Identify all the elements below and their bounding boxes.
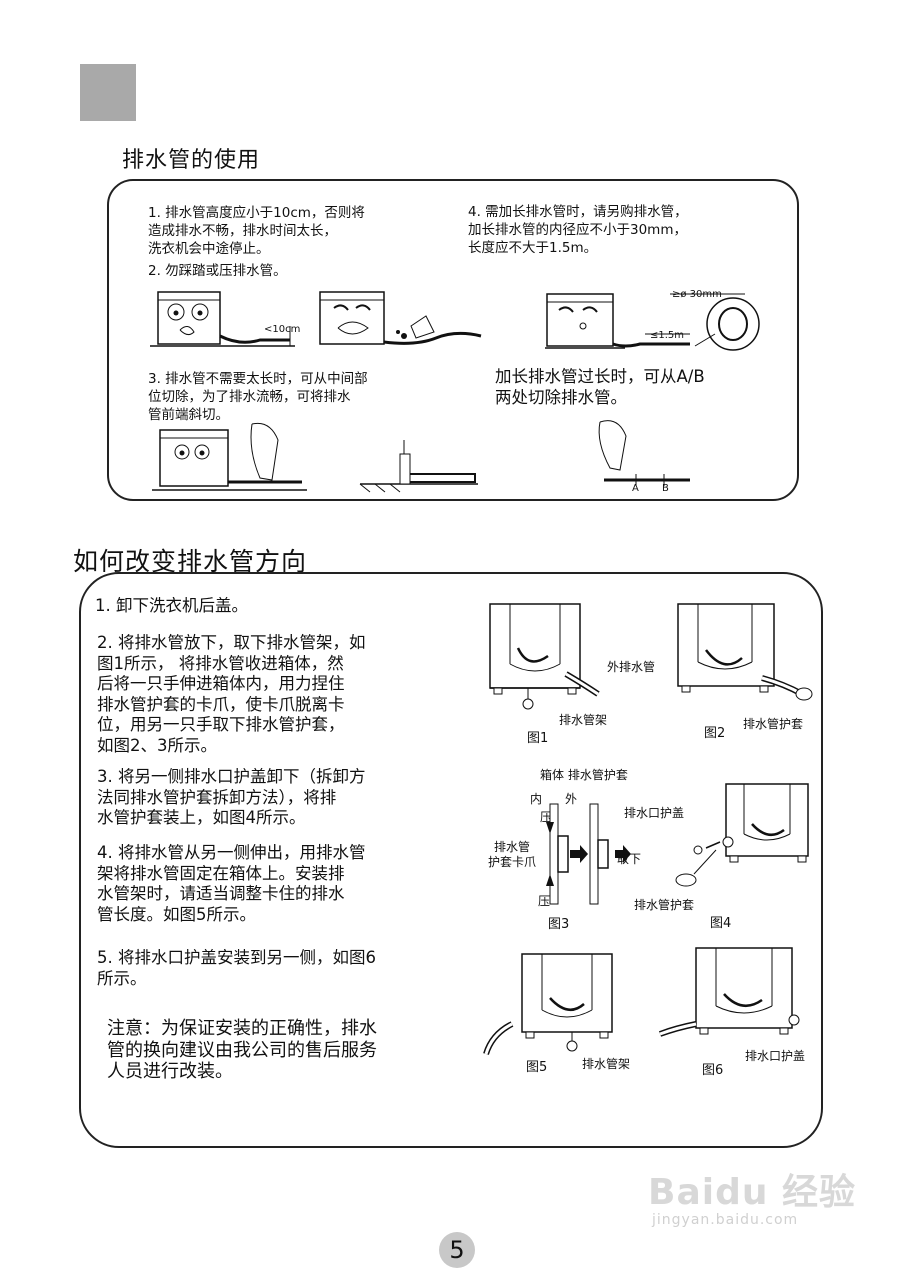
section1-item1: 1. 排水管高度应小于10cm，否则将 造成排水不畅，排水时间太长， 洗衣机会中… <box>148 205 365 257</box>
fig5-label-hose-bracket: 排水管架 <box>582 1057 631 1071</box>
section1-item2: 2. 勿踩踏或压排水管。 <box>148 263 287 279</box>
fig3-label-sleeve-claw-1: 排水管 <box>494 840 531 854</box>
label-length: ≤1.5m <box>650 330 685 341</box>
illustration-hose-height <box>150 286 300 354</box>
fig3-label-outside: 外 <box>565 792 578 806</box>
label-height: <10cm <box>264 324 301 335</box>
section2-step4: 4. 将排水管从另一侧伸出，用排水管 架将排水管固定在箱体上。安装排 水管架时，… <box>97 843 366 924</box>
illustration-cut-hose <box>152 420 312 495</box>
fig1-caption: 图1 <box>527 731 549 746</box>
section2-step5: 5. 将排水口护盖安装到另一侧，如图6 所示。 <box>97 948 376 988</box>
fig5-caption: 图5 <box>526 1060 548 1075</box>
section1-note-ab: 加长排水管过长时，可从A/B 两处切除排水管。 <box>495 367 705 407</box>
figure1-drawing <box>488 604 628 724</box>
fig6-caption: 图6 <box>702 1063 724 1078</box>
fig3-label-press-top: 压 <box>540 810 553 824</box>
figure4-drawing <box>676 784 816 894</box>
fig1-label-outer-hose: 外排水管 <box>607 660 656 674</box>
fig3-label-remove: 取下 <box>617 852 642 866</box>
watermark-url: jingyan.baidu.com <box>652 1212 799 1228</box>
label-diameter: ≥ø 30mm <box>672 289 722 300</box>
figure2-drawing <box>676 604 816 714</box>
section2-note: 注意：为保证安装的正确性，排水 管的换向建议由我公司的售后服务 人员进行改装。 <box>107 1018 377 1082</box>
fig3-label-press-bottom: 压 <box>538 894 551 908</box>
illustration-extended-hose <box>545 286 775 356</box>
fig3-label-sleeve-claw-2: 护套卡爪 <box>488 855 537 869</box>
fig3-label-inside: 内 <box>530 792 543 806</box>
illustration-diagonal-cut <box>360 440 480 492</box>
page-number: 5 <box>439 1232 475 1268</box>
section2-title: 如何改变排水管方向 <box>73 547 308 576</box>
fig1-label-hose-bracket: 排水管架 <box>559 713 608 727</box>
section2-step1: 1. 卸下洗衣机后盖。 <box>95 596 248 615</box>
fig3-caption: 图3 <box>548 917 570 932</box>
fig4-label-hose-sleeve: 排水管护套 <box>634 898 695 912</box>
section1-item3: 3. 排水管不需要太长时，可从中间部 位切除，为了排水流畅，可将排水 管前端斜切… <box>148 371 368 423</box>
illustration-stepping-hose <box>316 286 486 354</box>
header-gray-block <box>80 64 136 121</box>
illustration-cut-ab <box>590 418 700 488</box>
label-cut-b: B <box>662 483 669 494</box>
fig2-caption: 图2 <box>704 726 726 741</box>
fig3-label-cabinet-sleeve: 箱体 排水管护套 <box>540 768 628 782</box>
fig4-label-outlet-cover: 排水口护盖 <box>624 806 685 820</box>
fig6-label-outlet-cover: 排水口护盖 <box>745 1049 806 1063</box>
fig2-label-hose-sleeve: 排水管护套 <box>743 717 804 731</box>
section2-step2: 2. 将排水管放下，取下排水管架，如 图1所示， 将排水管收进箱体，然 后将一只… <box>97 633 366 755</box>
section1-title: 排水管的使用 <box>122 148 261 173</box>
section1-item4: 4. 需加长排水管时，请另购排水管， 加长排水管的内径应不小于30mm， 长度应… <box>468 204 688 256</box>
figure6-drawing <box>656 948 816 1048</box>
label-cut-a: A <box>632 483 639 494</box>
fig4-caption: 图4 <box>710 916 732 931</box>
figure5-drawing <box>472 954 622 1054</box>
section2-step3: 3. 将另一侧排水口护盖卸下（拆卸方 法同排水管护套拆卸方法），将排 水管护套装… <box>97 767 366 827</box>
watermark-brand: Baidu 经验 <box>648 1172 857 1213</box>
figure3-drawing <box>546 800 631 910</box>
